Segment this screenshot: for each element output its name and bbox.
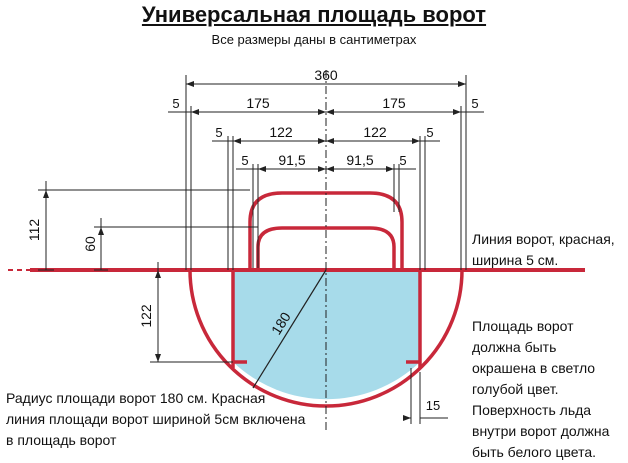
- dim-right-122-label: 122: [363, 124, 387, 140]
- crease-radius-note: Радиус площади ворот 180 см. Красная лин…: [6, 390, 306, 448]
- diagram-subtitle: Все размеры даны в сантиметрах: [211, 32, 417, 47]
- dim-112-label: 112: [26, 219, 42, 242]
- dim-122-depth-label: 122: [138, 304, 154, 328]
- dim-right-5-inner-label: 5: [399, 153, 406, 168]
- dim-right-175-label: 175: [382, 95, 406, 111]
- dim-right-5-mid-label: 5: [426, 125, 433, 140]
- dim-left-122-label: 122: [269, 124, 293, 140]
- dim-total-label: 360: [314, 67, 338, 83]
- dim-left-5-mid-label: 5: [215, 125, 222, 140]
- height-60-lines: [94, 218, 258, 271]
- radius-line: [252, 269, 327, 389]
- diagram-title: Универсальная площадь ворот: [141, 2, 487, 27]
- dim-60-label: 60: [82, 236, 98, 252]
- height-60-arrow: [98, 227, 104, 235]
- notch-15-lines: [404, 368, 448, 424]
- extension-lines: [185, 75, 467, 270]
- dim-left-5-outer-label: 5: [172, 96, 179, 111]
- dimension-ticks: [186, 81, 466, 172]
- depth-122-arrow-top: [155, 270, 161, 278]
- notch-15-arrow: [403, 415, 411, 421]
- dim-15-label: 15: [426, 398, 440, 413]
- dim-left-5-inner-label: 5: [241, 153, 248, 168]
- goal-line-note: Линия ворот, красная, ширина 5 см.: [472, 231, 615, 268]
- goal-inner-frame: [256, 226, 396, 268]
- dim-left-915-label: 91,5: [278, 152, 305, 168]
- depth-122-arrow-bottom: [155, 354, 161, 362]
- height-112-arrow: [43, 190, 49, 198]
- crease-color-note: Площадь ворот должна быть окрашена в све…: [472, 318, 610, 460]
- dim-left-175-label: 175: [246, 95, 270, 111]
- dim-right-915-label: 91,5: [346, 152, 373, 168]
- depth-122-lines: [150, 262, 233, 363]
- height-112-lines: [38, 181, 250, 271]
- dim-right-5-outer-label: 5: [471, 96, 478, 111]
